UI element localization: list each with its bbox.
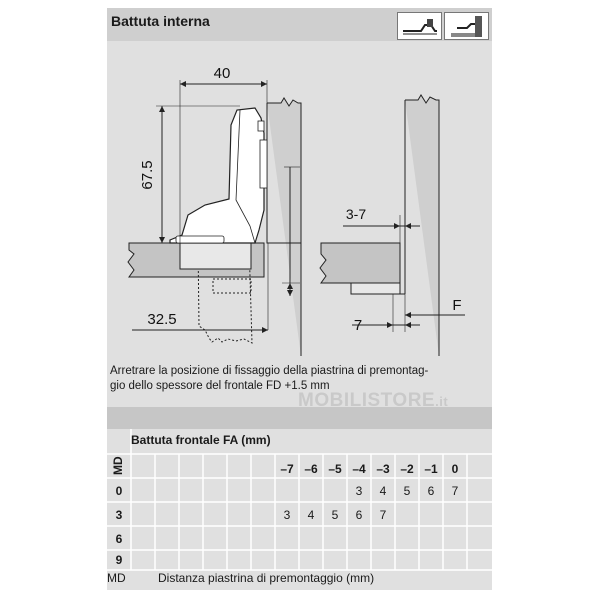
table-cell: 3 [355, 484, 363, 498]
watermark: MOBILISTORE.it [298, 390, 448, 412]
table-cell: 5 [403, 484, 411, 498]
col-header: –1 [424, 462, 438, 476]
legend-key: MD [107, 571, 126, 585]
panel-title: Battuta interna [111, 13, 210, 29]
caption-line-2: gio dello spessore del frontale FD +1.5 … [110, 380, 330, 392]
row-md-label: 6 [115, 532, 123, 546]
legend-text: Distanza piastrina di premontaggio (mm) [158, 571, 375, 585]
col-header: –7 [280, 462, 294, 476]
dim-height-label: 67.5 [139, 160, 156, 189]
row-md-label: 3 [115, 508, 123, 522]
hinge-overlay-icon [444, 12, 489, 40]
col-header: –2 [400, 462, 414, 476]
caption-line-1: Arretrare la posizione di fissaggio dell… [110, 365, 429, 377]
col-header: 0 [451, 462, 459, 476]
table-cell: 6 [427, 484, 435, 498]
col-header: –4 [352, 462, 366, 476]
row-md-label: 9 [115, 553, 123, 567]
hinge-side-view-icon [397, 12, 442, 40]
table-cell: 4 [307, 508, 315, 522]
table-cell: 7 [379, 508, 387, 522]
table-band [107, 407, 492, 429]
md-column-label: MD [111, 456, 125, 476]
dim-left-label: 32.5 [147, 311, 176, 328]
watermark-main: MOBILISTORE [298, 390, 436, 411]
dim-seven-label: 7 [354, 317, 362, 334]
col-header: –3 [376, 462, 390, 476]
table-cell: 7 [451, 484, 459, 498]
dim-width-label: 40 [214, 65, 231, 82]
dim-f-label: F [452, 297, 461, 314]
watermark-tld: .it [435, 394, 449, 409]
table-cell: 4 [379, 484, 387, 498]
hinge-diagram: 40 67.5 32.5 3-7 7 F [107, 44, 492, 367]
table-cell: 3 [283, 508, 291, 522]
table-heading: Battuta frontale FA (mm) [131, 433, 271, 447]
col-header: –6 [304, 462, 318, 476]
table-cell: 6 [355, 508, 363, 522]
caption: Arretrare la posizione di fissaggio dell… [110, 364, 490, 394]
table-cell: 5 [331, 508, 339, 522]
dim-offset-label: 3-7 [346, 206, 366, 222]
md-column-label-text: MD [111, 456, 125, 475]
col-header: –5 [328, 462, 342, 476]
row-md-label: 0 [115, 484, 123, 498]
header-icons [397, 12, 489, 45]
